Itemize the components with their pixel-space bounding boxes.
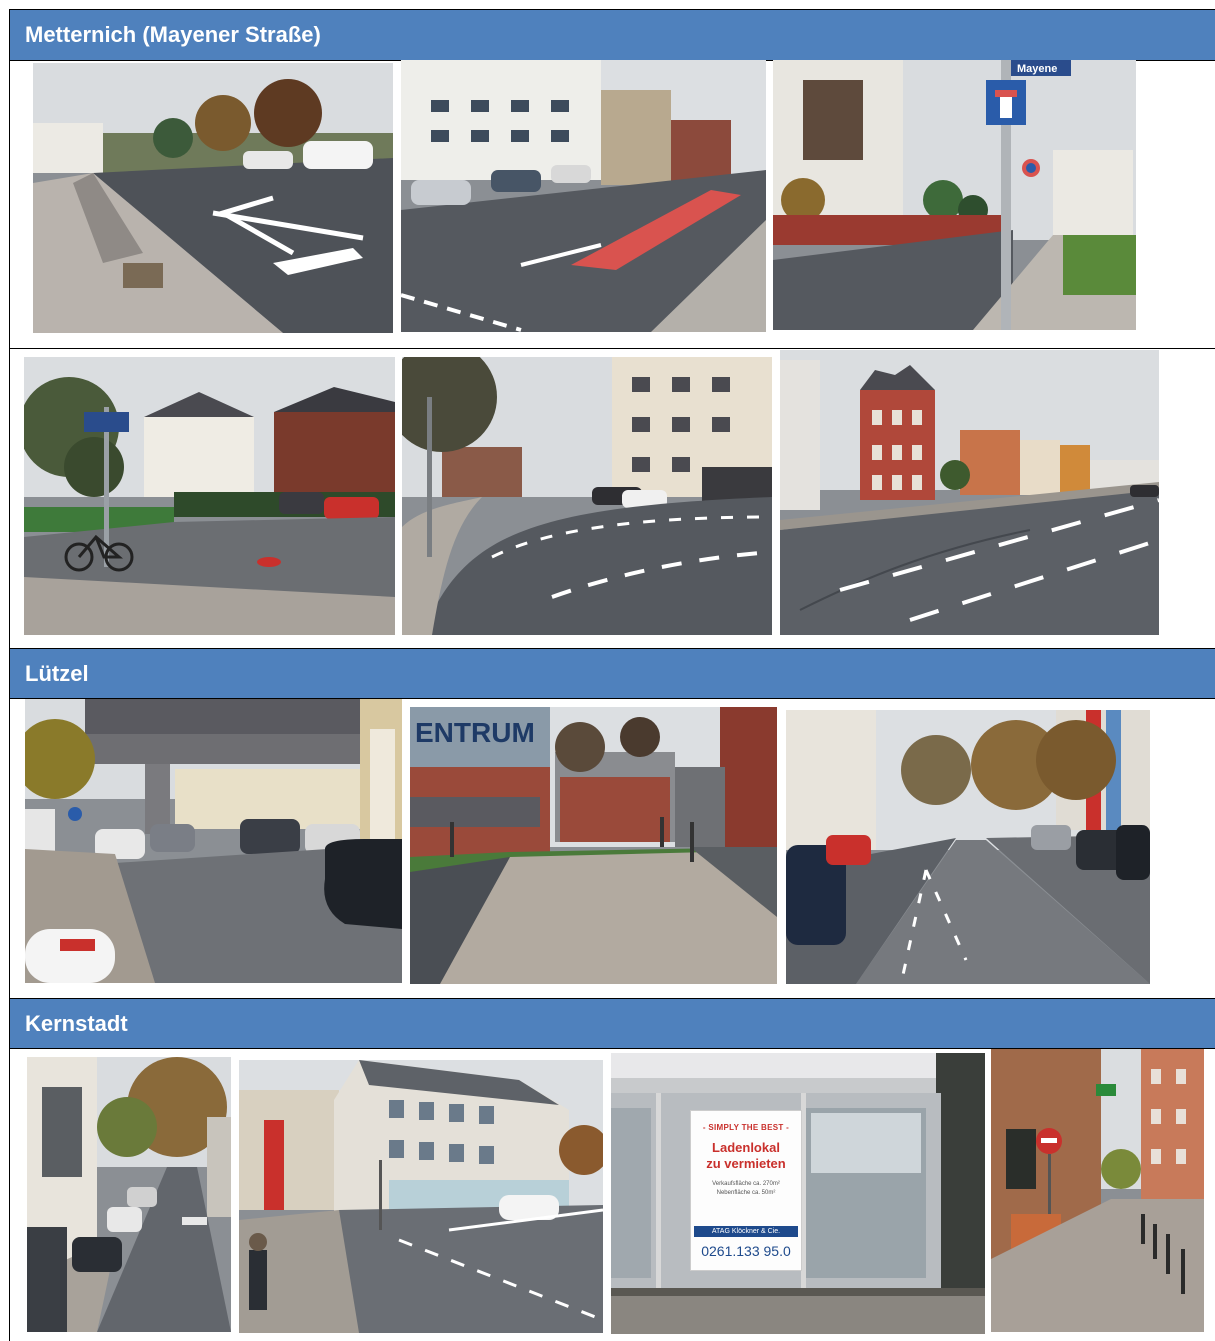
row-divider bbox=[9, 1048, 1215, 1049]
row-divider bbox=[9, 648, 1215, 649]
row-divider bbox=[9, 348, 1215, 349]
section-title: Lützel bbox=[25, 660, 89, 686]
row-divider bbox=[9, 698, 1215, 699]
poster-agent: ATAG Klöckner & Cie. bbox=[694, 1226, 798, 1237]
poster-line2: zu vermieten bbox=[706, 1156, 786, 1171]
table-frame bbox=[9, 9, 1215, 1341]
photo-zentrum-courtyard: ENTRUM bbox=[410, 707, 777, 984]
photo-dead-end-sign: Mayene bbox=[773, 60, 1136, 330]
photo-curved-street bbox=[402, 357, 772, 635]
poster-line1: Ladenlokal bbox=[712, 1140, 780, 1155]
photo-old-town-street bbox=[991, 1049, 1204, 1332]
poster-detail1: Verkaufsfläche ca. 270m² bbox=[712, 1181, 780, 1187]
photo-pedestrian-crossing bbox=[239, 1060, 603, 1333]
section-title: Metternich (Mayener Straße) bbox=[25, 22, 321, 47]
section-header-luetzel: Lützel bbox=[10, 649, 1215, 698]
poster-detail2: Nebenfläche ca. 50m² bbox=[716, 1190, 776, 1196]
photo-brick-villa-street bbox=[780, 350, 1159, 635]
rental-poster: - SIMPLY THE BEST - Ladenlokal zu vermie… bbox=[690, 1110, 802, 1271]
photo-tree-lined-street bbox=[786, 710, 1150, 984]
photo-red-bike-lane bbox=[401, 60, 766, 332]
street-sign-text: Mayene bbox=[1017, 63, 1057, 75]
row-divider bbox=[9, 998, 1215, 999]
photo-elevated-road-parking bbox=[25, 699, 402, 983]
section-header-metternich: Metternich (Mayener Straße) bbox=[10, 10, 1215, 60]
photo-bike-lane-junction bbox=[33, 63, 393, 333]
section-title: Kernstadt bbox=[25, 1010, 128, 1036]
photo-narrow-street bbox=[27, 1057, 231, 1332]
section-header-kernstadt: Kernstadt bbox=[10, 999, 1215, 1048]
poster-headline: - SIMPLY THE BEST - bbox=[702, 1123, 790, 1132]
photo-parked-bicycle bbox=[24, 357, 395, 635]
photo-shop-for-rent bbox=[611, 1053, 985, 1334]
poster-phone: 0261.133 95.0 bbox=[701, 1243, 791, 1259]
building-sign-text: ENTRUM bbox=[415, 717, 535, 748]
